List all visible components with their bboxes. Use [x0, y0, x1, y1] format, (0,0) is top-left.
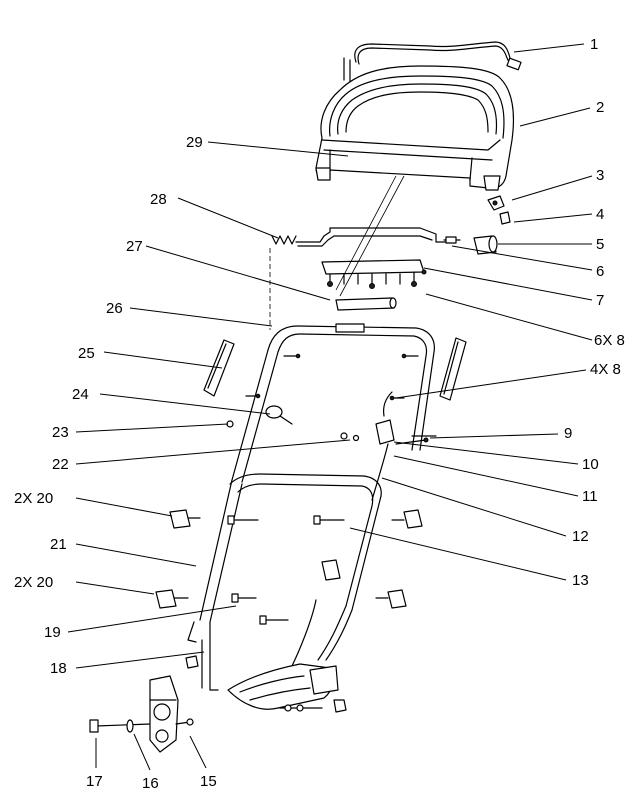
callout-labels: 1 2 3 4 5 6 7 6X 8 4X 8 9 10 11 12 13 29…	[14, 36, 625, 792]
callout-21: 21	[50, 536, 67, 553]
part-15-wheel-bracket	[149, 655, 199, 753]
callout-16: 16	[142, 775, 159, 792]
part-13-lower-handle	[199, 473, 382, 671]
callout-13: 13	[572, 572, 589, 589]
deck-rear-guard	[227, 663, 347, 713]
callout-3: 3	[596, 167, 604, 184]
callout-4x8: 4X 8	[590, 361, 621, 378]
part-20-knobs	[155, 509, 423, 609]
callout-11: 11	[582, 488, 598, 505]
part-28-spring-rod	[271, 227, 447, 247]
part-2-upper-handle	[315, 65, 515, 191]
callout-5: 5	[596, 236, 604, 253]
part-3-clip	[487, 195, 505, 211]
callout-9: 9	[564, 425, 572, 442]
callout-27: 27	[126, 238, 143, 255]
part-16-17-bolt-washer	[89, 718, 194, 733]
part-7-bar-guide	[321, 259, 427, 289]
callout-17: 17	[86, 773, 103, 790]
callout-29: 29	[186, 134, 203, 151]
callout-4: 4	[596, 206, 604, 223]
callout-19: 19	[44, 624, 61, 641]
part-5-cable-fitting	[443, 235, 498, 255]
callout-10: 10	[582, 456, 599, 473]
callout-18: 18	[50, 660, 67, 677]
frame-screws	[245, 353, 419, 401]
part-18-19-plates	[187, 621, 219, 691]
part-22-23-hardware	[226, 420, 360, 442]
callout-6x8: 6X 8	[594, 332, 625, 349]
side-bolts	[227, 515, 345, 625]
part-1-bail-bar	[343, 41, 522, 83]
callout-6: 6	[596, 263, 604, 280]
callout-2: 2	[596, 99, 604, 116]
callout-2x20-lower: 2X 20	[14, 574, 53, 591]
callout-28: 28	[150, 191, 167, 208]
part-27-tube	[335, 297, 397, 311]
callout-2x20-upper: 2X 20	[14, 490, 53, 507]
part-4-nut	[499, 211, 511, 225]
callout-1: 1	[590, 36, 598, 53]
callout-25: 25	[78, 345, 95, 362]
callout-26: 26	[106, 300, 123, 317]
part-26-upper-handle-frame	[231, 323, 435, 483]
part-24-cable-clip	[265, 405, 293, 425]
callout-22: 22	[52, 456, 69, 473]
callout-24: 24	[72, 386, 89, 403]
leader-lines	[67, 43, 593, 771]
callout-23: 23	[52, 424, 69, 441]
callout-15: 15	[200, 773, 217, 790]
callout-12: 12	[572, 528, 589, 545]
cable-assembly-line	[339, 175, 405, 297]
callout-7: 7	[596, 292, 604, 309]
